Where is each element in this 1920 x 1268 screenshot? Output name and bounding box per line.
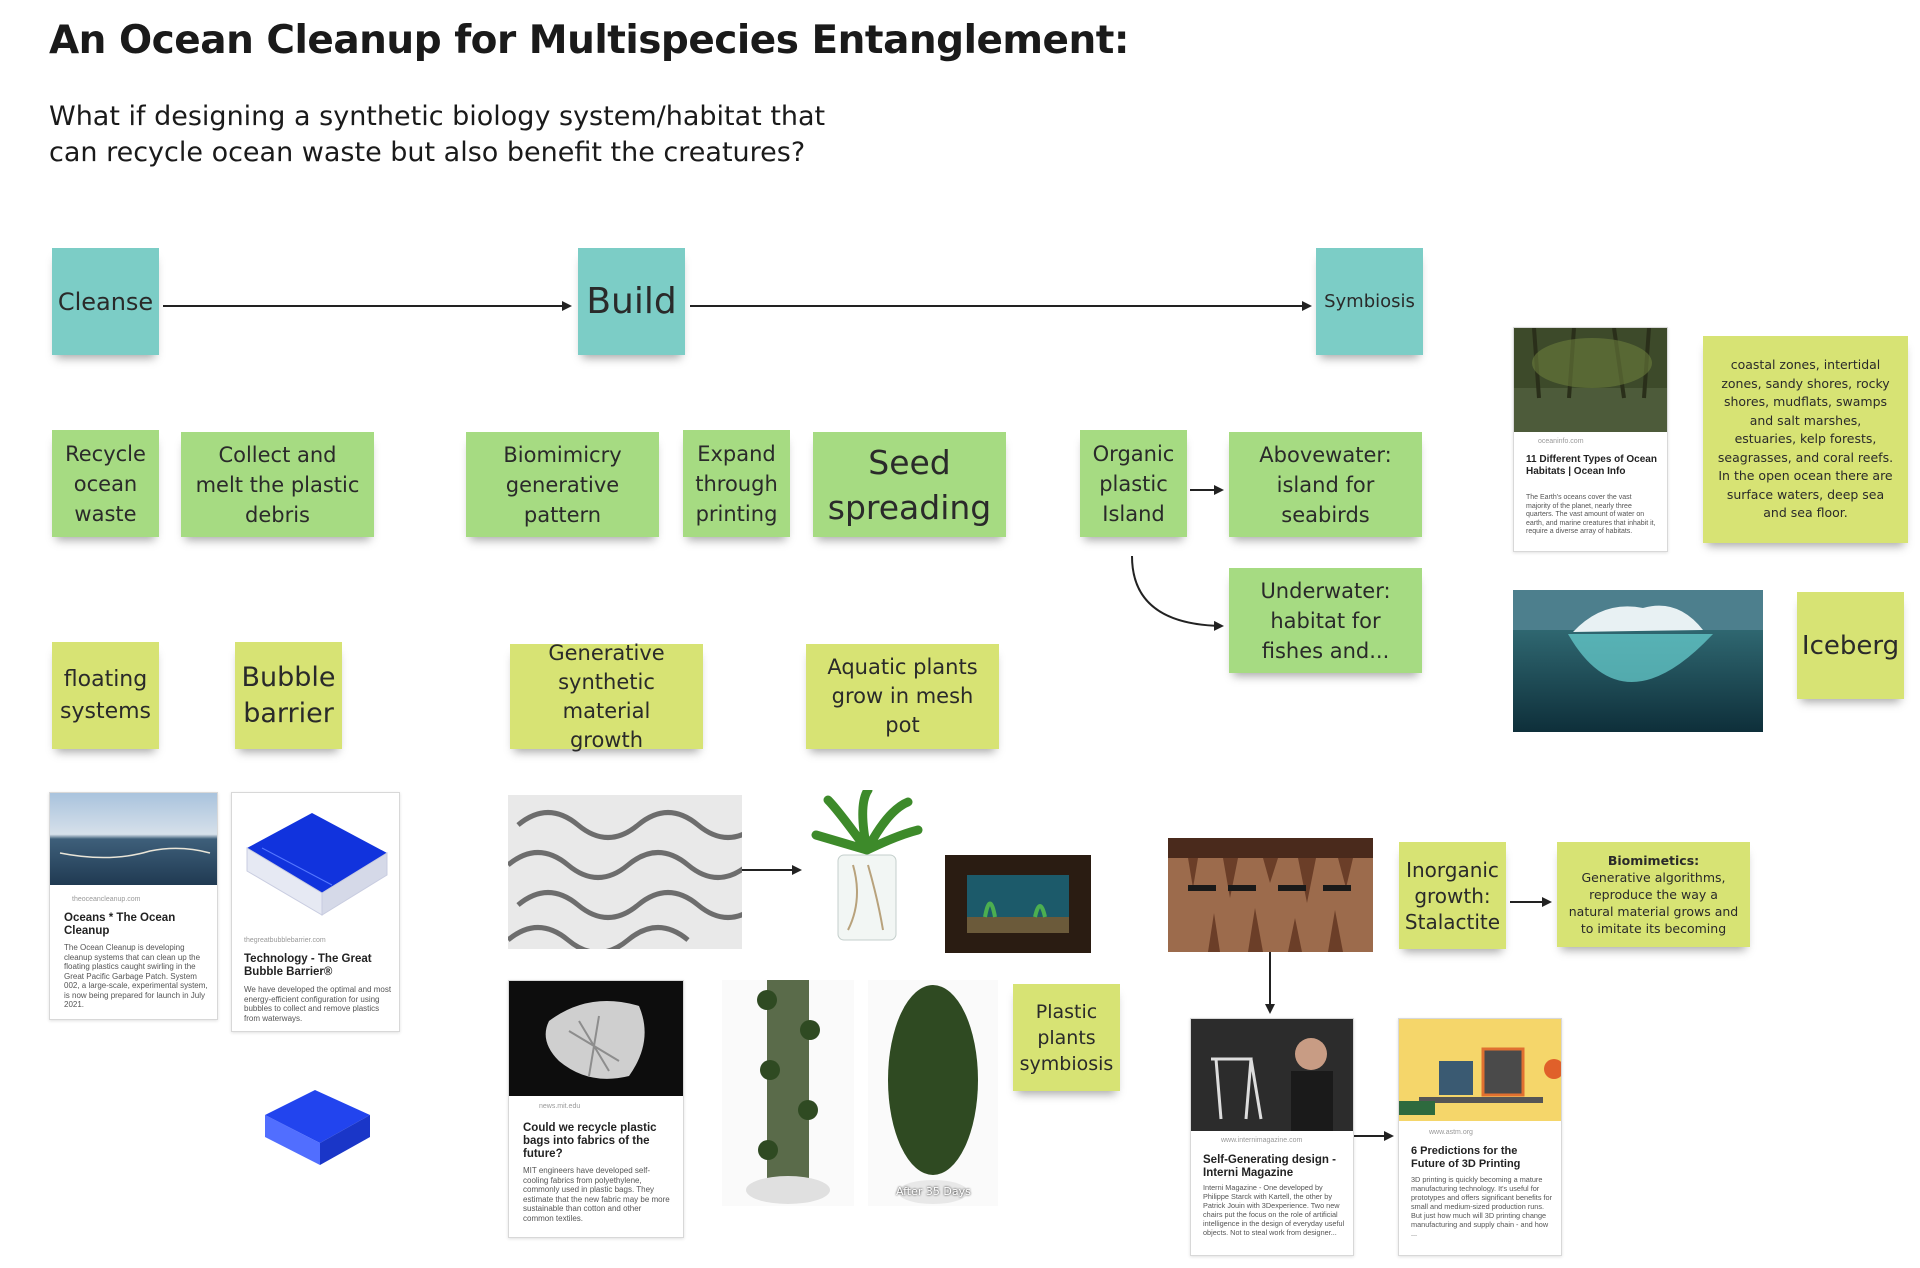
interni-image [1191, 1019, 1353, 1131]
note-biomimicry-pattern[interactable]: Biomimicry generative pattern [466, 432, 659, 537]
note-seed-spreading[interactable]: Seed spreading [813, 432, 1006, 537]
card-description: The Ocean Cleanup is developing cleanup … [64, 943, 208, 1009]
card-source: theoceancleanup.com [72, 896, 141, 903]
arrow-organic-underwater [1131, 555, 1224, 631]
plant-after-image: After 35 Days [868, 980, 998, 1206]
stalactite-image [1168, 838, 1373, 952]
biomimetics-body: Generative algorithms, reproduce the way… [1568, 870, 1739, 936]
card-description: We have developed the optimal and most e… [244, 985, 392, 1023]
note-abovewater[interactable]: Abovewater: island for seabirds [1229, 432, 1422, 537]
card-source: oceaninfo.com [1538, 438, 1584, 445]
link-card-astm[interactable]: www.astm.org 6 Predictions for the Futur… [1398, 1018, 1562, 1256]
card-description: The Earth's oceans cover the vast majori… [1526, 494, 1656, 535]
astm-3d-printing-image [1399, 1019, 1561, 1121]
bubble-box-image [260, 1085, 375, 1170]
link-card-bubble-barrier[interactable]: thegreatbubblebarrier.com Technology - T… [231, 792, 400, 1032]
note-underwater[interactable]: Underwater: habitat for fishes and... [1229, 568, 1422, 673]
note-inorganic-growth[interactable]: Inorganic growth: Stalactite [1399, 842, 1506, 949]
plant-jar-image [808, 790, 926, 948]
note-generative-material[interactable]: Generative synthetic material growth [510, 641, 703, 752]
header-build[interactable]: Build [578, 248, 685, 355]
plant-tower-image [722, 980, 854, 1206]
note-recycle-ocean-waste[interactable]: Recycle ocean waste [52, 430, 159, 537]
ocean-info-image [1514, 328, 1667, 432]
card-description: 3D printing is quickly becoming a mature… [1411, 1175, 1553, 1238]
card-description: Interni Magazine - One developed by Phil… [1203, 1183, 1345, 1237]
note-ocean-habitats[interactable]: coastal zones, intertidal zones, sandy s… [1703, 336, 1908, 543]
card-title: Self-Generating design - Interni Magazin… [1203, 1154, 1336, 1179]
header-cleanse[interactable]: Cleanse [52, 248, 159, 355]
note-aquatic-plants[interactable]: Aquatic plants grow in mesh pot [806, 644, 999, 749]
card-source: www.internimagazine.com [1221, 1137, 1303, 1144]
card-title: Oceans * The Ocean Cleanup [64, 912, 176, 937]
note-organic-plastic-island[interactable]: Organic plastic Island [1080, 430, 1187, 537]
card-title: Could we recycle plastic bags into fabri… [523, 1122, 657, 1160]
note-floating-systems[interactable]: floating systems [52, 642, 159, 749]
link-card-interni[interactable]: www.internimagazine.com Self-Generating … [1190, 1018, 1354, 1256]
mit-fabric-image [509, 981, 683, 1096]
note-plastic-plants[interactable]: Plastic plants symbiosis [1013, 984, 1120, 1091]
header-symbiosis[interactable]: Symbiosis [1316, 248, 1423, 355]
note-bubble-barrier[interactable]: Bubble barrier [235, 642, 342, 749]
card-title: 11 Different Types of Ocean Habitats | O… [1526, 454, 1657, 477]
card-title: Technology - The Great Bubble Barrier® [244, 953, 372, 978]
page-subtitle: What if designing a synthetic biology sy… [49, 101, 826, 168]
note-iceberg[interactable]: Iceberg [1797, 592, 1904, 699]
link-card-ocean-info[interactable]: oceaninfo.com 11 Different Types of Ocea… [1513, 327, 1668, 552]
card-source: thegreatbubblebarrier.com [244, 937, 326, 944]
card-source: www.astm.org [1429, 1129, 1473, 1136]
aquarium-image [945, 855, 1091, 953]
generative-pattern-image [508, 795, 742, 949]
card-title: 6 Predictions for the Future of 3D Print… [1411, 1145, 1521, 1170]
card-source: news.mit.edu [539, 1103, 581, 1110]
card-description: MIT engineers have developed self-coolin… [523, 1166, 670, 1223]
link-card-mit[interactable]: news.mit.edu Could we recycle plastic ba… [508, 980, 684, 1238]
note-expand-printing[interactable]: Expand through printing [683, 430, 790, 537]
ocean-cleanup-image [50, 793, 217, 885]
link-card-ocean-cleanup[interactable]: theoceancleanup.com Oceans * The Ocean C… [49, 792, 218, 1020]
note-biomimetics[interactable]: Biomimetics: Generative algorithms, repr… [1557, 842, 1750, 947]
bubble-barrier-image [232, 793, 399, 923]
note-collect-melt[interactable]: Collect and melt the plastic debris [181, 432, 374, 537]
page-title: An Ocean Cleanup for Multispecies Entang… [49, 18, 1129, 63]
biomimetics-title: Biomimetics: [1607, 853, 1700, 868]
iceberg-image [1513, 590, 1763, 732]
after-days-caption: After 35 Days [896, 1185, 971, 1198]
